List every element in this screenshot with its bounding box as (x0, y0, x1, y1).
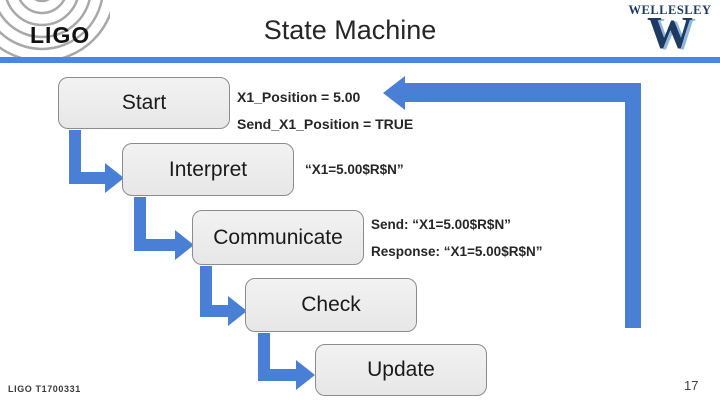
wellesley-logo: WELLESLEY W W (620, 0, 720, 57)
annotation-interpret-line1: “X1=5.00$R$N” (305, 162, 404, 177)
ligo-logo-text: LIGO (30, 22, 91, 48)
annotation-interpret: “X1=5.00$R$N” (305, 156, 404, 183)
annotation-start-line1: X1_Position = 5.00 (237, 89, 361, 105)
page-title: State Machine (263, 15, 437, 45)
wellesley-w-dark: W (647, 7, 693, 58)
document-number: LIGO T1700331 (8, 384, 81, 394)
elbow-arrow-interpret-to-communicate-icon (134, 197, 194, 260)
feedback-arrow-right-to-start-icon (383, 76, 641, 328)
annotation-communicate-line1: Send: “X1=5.00$R$N” (371, 217, 511, 232)
wellesley-w-light: W (650, 8, 696, 59)
annotation-start-line2: Send_X1_Position = TRUE (237, 116, 414, 132)
elbow-arrow-communicate-to-check-icon (200, 266, 247, 326)
page-number: 17 (684, 378, 699, 393)
state-box-update: Update (315, 344, 487, 396)
state-box-interpret: Interpret (122, 143, 294, 196)
annotation-start: X1_Position = 5.00 Send_X1_Position = TR… (237, 84, 413, 138)
state-box-start: Start (58, 77, 230, 129)
annotation-communicate-line2: Response: “X1=5.00$R$N” (371, 244, 543, 259)
elbow-arrow-check-to-update-icon (258, 333, 315, 390)
wellesley-wordmark: WELLESLEY (628, 3, 712, 17)
header-divider-line (0, 57, 720, 63)
annotation-communicate: Send: “X1=5.00$R$N” Response: “X1=5.00$R… (371, 211, 542, 265)
wellesley-w-monogram-icon: W W (620, 10, 720, 60)
state-box-check: Check (245, 278, 417, 332)
state-box-communicate: Communicate (192, 210, 364, 265)
ligo-logo-arcs-icon (0, 0, 110, 57)
elbow-arrow-start-to-interpret-icon (69, 130, 124, 193)
